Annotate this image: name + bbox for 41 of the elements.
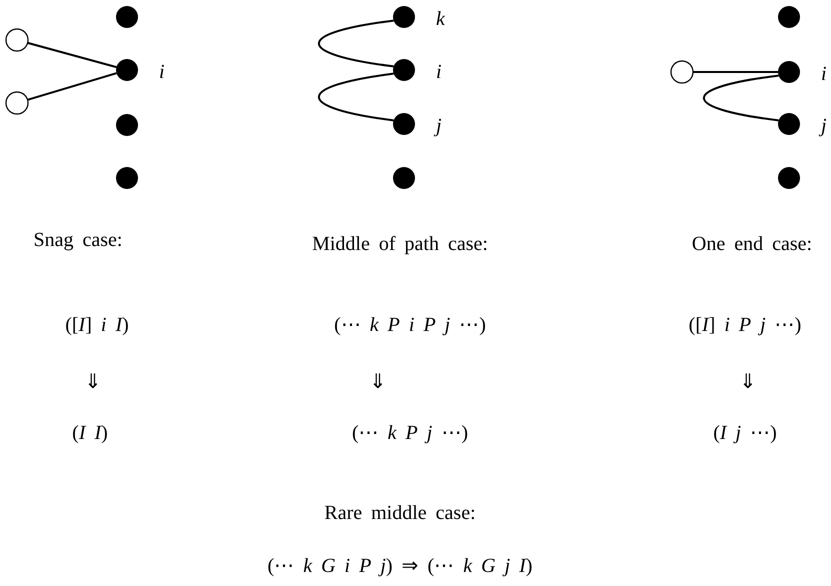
curved-edge [318,20,394,68]
vertex-label: k [436,7,445,31]
open-vertex [670,60,694,84]
filled-vertex [778,61,800,83]
edge-line [27,72,117,101]
case-heading: Middle of path case: [312,232,488,256]
vertex-label: j [436,114,442,138]
formula: ([I] i P j ⋯) [688,313,802,337]
formula: (⋯ k P j ⋯) [352,421,468,445]
case-heading: Snag case: [34,228,122,252]
filled-vertex [778,167,800,189]
open-vertex [5,28,29,52]
implies-symbol: ⇓ [370,370,386,394]
filled-vertex [393,59,415,81]
implies-symbol: ⇓ [84,370,102,394]
filled-vertex [116,167,138,189]
vertex-label: j [821,114,827,138]
formula: ([I] i I) [65,313,129,337]
vertex-label: i [436,60,442,84]
filled-vertex [116,59,138,81]
filled-vertex [778,6,800,28]
filled-vertex [393,113,415,135]
filled-vertex [393,6,415,28]
vertex-label: i [159,60,165,84]
filled-vertex [116,114,138,136]
case-heading: Rare middle case: [324,501,476,525]
filled-vertex [116,6,138,28]
formula: (⋯ k P i P j ⋯) [334,313,486,337]
formula: (⋯ k G i P j) ⇒ (⋯ k G j I) [268,554,532,578]
edge-line [693,71,778,73]
open-vertex [5,91,29,115]
curved-edge [318,72,394,122]
edge-line [27,42,117,68]
case-heading: One end case: [692,232,812,256]
formula: (I I) [72,421,108,445]
formula: (I j ⋯) [713,421,777,445]
vertex-label: i [821,62,827,86]
implies-symbol: ⇓ [740,370,756,394]
curved-edge [703,74,779,122]
filled-vertex [778,113,800,135]
filled-vertex [393,167,415,189]
